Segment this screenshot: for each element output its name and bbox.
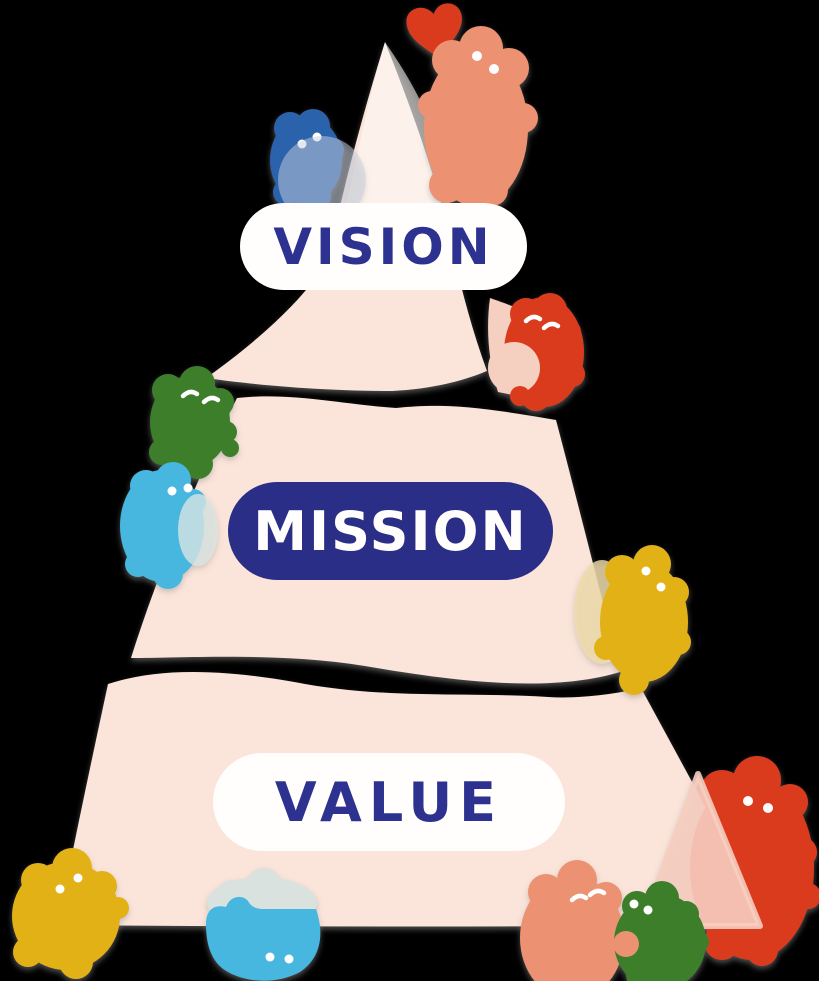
eyes bbox=[55, 873, 83, 894]
bottom-cyan-character bbox=[206, 868, 321, 981]
arm-notch bbox=[613, 931, 639, 957]
vision-label-pill: VISION bbox=[240, 203, 527, 290]
translucent-bubble bbox=[278, 136, 366, 224]
mission-label: MISSION bbox=[253, 499, 528, 563]
characters bbox=[12, 3, 819, 981]
bottom-salmon-character bbox=[520, 860, 633, 981]
eyes bbox=[569, 888, 607, 903]
vision-red-character bbox=[488, 293, 585, 411]
value-label: VALUE bbox=[274, 770, 504, 834]
eyes bbox=[265, 952, 294, 964]
eyes bbox=[180, 389, 221, 405]
eyes bbox=[641, 566, 666, 592]
bottom-green-character bbox=[613, 881, 709, 981]
eyes bbox=[743, 796, 773, 813]
bottom-left-yellow-character bbox=[12, 848, 129, 979]
top-salmon-character bbox=[418, 26, 538, 206]
eyes bbox=[167, 483, 193, 496]
bottom-right-red-character bbox=[639, 756, 819, 966]
arm-gap bbox=[488, 342, 540, 394]
translucent-body bbox=[178, 494, 218, 566]
top-blue-character bbox=[270, 109, 366, 224]
pyramid-apex-highlight bbox=[340, 42, 455, 228]
eyes bbox=[472, 51, 499, 74]
mission-label-pill: MISSION bbox=[228, 482, 553, 580]
left-cyan-character bbox=[120, 462, 218, 589]
eyes bbox=[629, 899, 653, 915]
eyes bbox=[523, 314, 561, 331]
right-yellow-character bbox=[574, 545, 691, 695]
vision-label: VISION bbox=[273, 217, 494, 276]
value-label-pill: VALUE bbox=[213, 753, 565, 851]
left-green-character bbox=[149, 366, 239, 479]
